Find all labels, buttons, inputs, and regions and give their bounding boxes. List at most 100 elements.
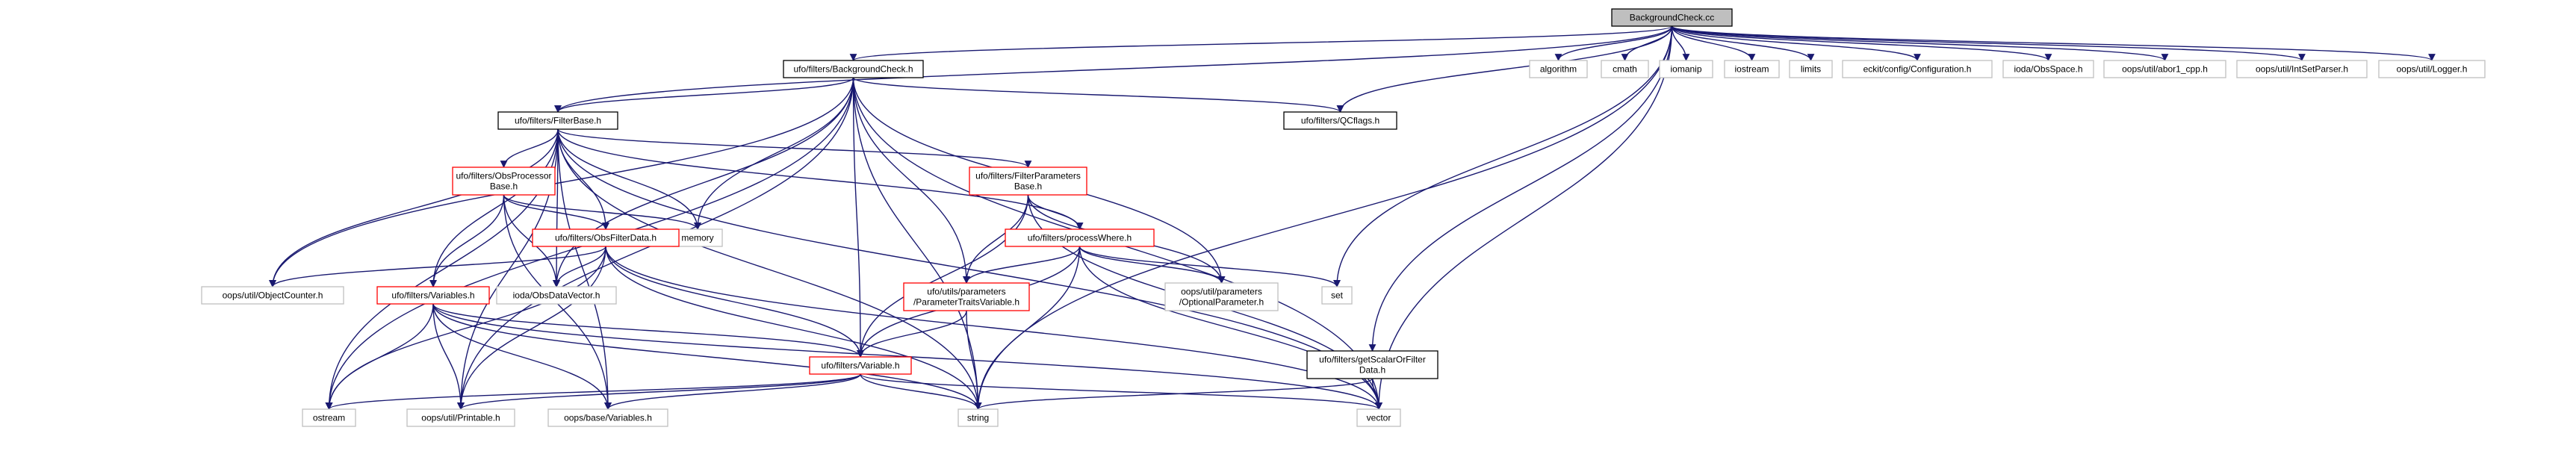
node-label: Data.h: [1359, 365, 1385, 376]
edge-filterbase-to-filterparams: [557, 128, 1032, 168]
edge-obsprocessor-to-memory: [503, 194, 701, 230]
node-variable_ufo[interactable]: ufo/filters/Variable.h: [809, 356, 912, 375]
node-box: [969, 167, 1087, 196]
node-label: ufo/filters/FilterParameters: [975, 171, 1081, 181]
edge-root-to-vector: [1375, 25, 1673, 410]
node-qcflags[interactable]: ufo/filters/QCflags.h: [1283, 111, 1397, 130]
node-box: [1164, 282, 1279, 311]
node-oops_abort: oops/util/abor1_cpp.h: [2103, 60, 2226, 78]
node-ostream: ostream: [302, 408, 356, 427]
node-label: Base.h: [490, 181, 518, 192]
node-box: [1356, 408, 1401, 427]
edge-obsprocessor-to-variables_ufo: [429, 194, 505, 287]
node-box: [302, 408, 356, 427]
edge-obsprocessor-to-obsfilterdata: [503, 194, 609, 230]
node-processwhere[interactable]: ufo/filters/processWhere.h: [1005, 228, 1155, 247]
node-box: [1005, 228, 1155, 247]
edge-variable_ufo-to-vector: [860, 373, 1382, 410]
node-box: [406, 408, 515, 427]
edge-root-to-getscalar: [1368, 25, 1673, 352]
edge-bgcheck_h-to-qcflags: [852, 77, 1344, 113]
node-algorithm: algorithm: [1529, 60, 1588, 78]
edge-processwhere-to-optionalparam: [1078, 246, 1226, 284]
edge-root-to-limits: [1671, 25, 1815, 61]
node-box: [452, 167, 556, 196]
node-label: ufo/filters/ObsProcessor: [456, 171, 551, 181]
edge-variables_ufo-to-printable: [432, 303, 465, 410]
edge-variable_ufo-to-string: [860, 373, 982, 410]
node-eckit_config: eckit/config/Configuration.h: [1842, 60, 1993, 78]
node-label: ufo/filters/ObsFilterData.h: [555, 233, 657, 243]
node-paramtraits[interactable]: ufo/utils/parameters/ParameterTraitsVari…: [903, 282, 1030, 311]
edge-bgcheck_h-to-obsdatavector: [553, 77, 854, 287]
node-label: ufo/filters/processWhere.h: [1028, 233, 1132, 243]
node-label: Base.h: [1014, 181, 1042, 192]
node-box: [1611, 8, 1733, 27]
node-box: [1724, 60, 1780, 78]
node-label: ioda/ObsDataVector.h: [513, 290, 600, 301]
edge-bgcheck_h-to-paramtraits: [852, 77, 970, 284]
edge-filterbase-to-objectcounter: [269, 128, 559, 287]
node-box: [1529, 60, 1588, 78]
node-label: ufo/filters/BackgroundCheck.h: [793, 64, 913, 75]
node-box: [1842, 60, 1993, 78]
node-box: [2236, 60, 2368, 78]
node-label: iomanip: [1670, 64, 1701, 75]
node-box: [496, 286, 617, 305]
edge-root-to-cmath: [1621, 25, 1673, 61]
node-box: [1306, 350, 1438, 379]
node-box: [376, 286, 490, 305]
node-box: [783, 60, 924, 78]
node-label: oops/util/ObjectCounter.h: [223, 290, 323, 301]
edge-filterparams-to-variable_ufo: [857, 194, 1029, 358]
edge-bgcheck_h-to-string: [852, 77, 982, 410]
node-label: ufo/filters/QCflags.h: [1301, 116, 1379, 126]
node-label: oops/util/Logger.h: [2397, 64, 2468, 75]
edge-root-to-oops_intsetparser: [1671, 25, 2306, 61]
edge-paramtraits-to-string: [966, 310, 982, 410]
node-root[interactable]: BackgroundCheck.cc: [1611, 8, 1733, 27]
edge-paramtraits-to-variable_ufo: [857, 310, 967, 358]
edge-root-to-filterbase: [554, 25, 1673, 113]
edge-root-to-bgcheck_h: [850, 25, 1673, 61]
edge-variable_ufo-to-ostream: [325, 373, 861, 410]
edge-variables_ufo-to-oops_variables: [432, 303, 612, 410]
node-bgcheck_h[interactable]: ufo/filters/BackgroundCheck.h: [783, 60, 924, 78]
node-memory: memory: [672, 228, 723, 247]
edge-obsfilterdata-to-string: [605, 246, 982, 410]
node-label: oops/util/parameters: [1181, 287, 1262, 297]
node-box: [1601, 60, 1649, 78]
node-label: oops/base/Variables.h: [564, 413, 652, 423]
edge-getscalar-to-vector: [1371, 378, 1382, 410]
node-filterbase[interactable]: ufo/filters/FilterBase.h: [497, 111, 618, 130]
edge-processwhere-to-set: [1078, 246, 1341, 287]
edge-variables_ufo-to-string: [432, 303, 982, 410]
node-box: [1321, 286, 1353, 305]
edge-root-to-iostream: [1671, 25, 1756, 61]
node-label: /ParameterTraitsVariable.h: [913, 297, 1019, 308]
node-label: iostream: [1734, 64, 1769, 75]
edge-variable_ufo-to-printable: [457, 373, 861, 410]
edge-root-to-ioda_obsspace: [1671, 25, 2052, 61]
edge-bgcheck_h-to-memory: [694, 77, 854, 230]
node-box: [1659, 60, 1713, 78]
node-optionalparam: oops/util/parameters/OptionalParameter.h: [1164, 282, 1279, 311]
node-variables_ufo[interactable]: ufo/filters/Variables.h: [376, 286, 490, 305]
node-label: ufo/filters/Variables.h: [391, 290, 474, 301]
node-printable: oops/util/Printable.h: [406, 408, 515, 427]
node-label: algorithm: [1540, 64, 1577, 75]
node-obsfilterdata[interactable]: ufo/filters/ObsFilterData.h: [532, 228, 680, 247]
node-obsdatavector: ioda/ObsDataVector.h: [496, 286, 617, 305]
edge-filterbase-to-obsprocessor: [500, 128, 559, 168]
edge-variables_ufo-to-variable_ufo: [432, 303, 864, 358]
nodes-layer: BackgroundCheck.cc ufo/filters/Background…: [201, 8, 2486, 427]
node-oops_intsetparser: oops/util/IntSetParser.h: [2236, 60, 2368, 78]
node-box: [958, 408, 999, 427]
edge-obsfilterdata-to-printable: [457, 246, 606, 410]
node-box: [547, 408, 668, 427]
edge-filterbase-to-variables_ufo: [429, 128, 559, 287]
